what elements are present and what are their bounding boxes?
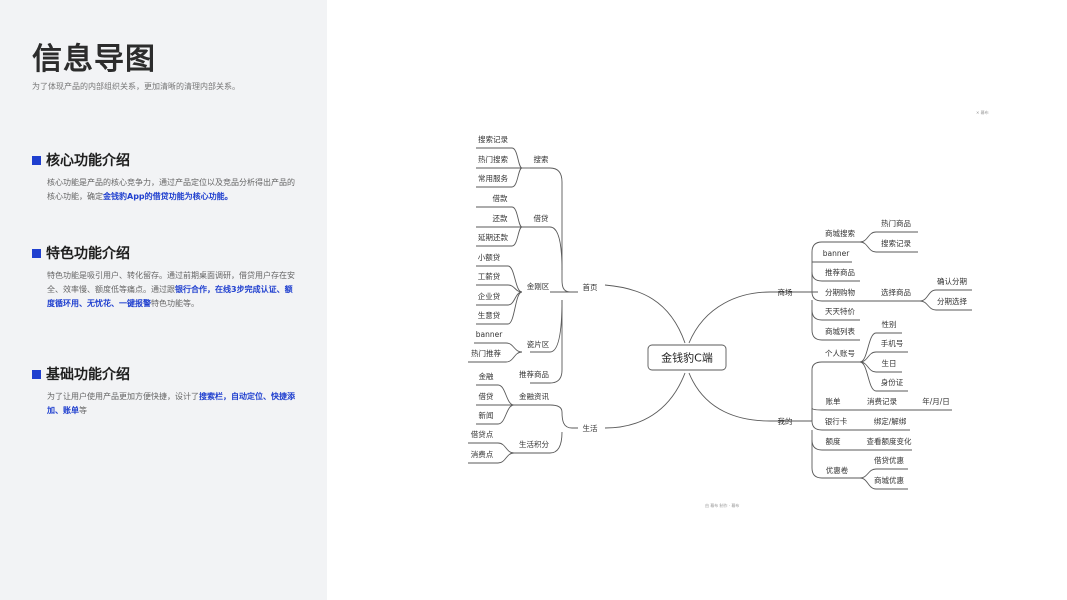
node-business-loan: 企业贷 [478, 291, 501, 301]
node-date-ymd: 年/月/日 [922, 396, 950, 406]
node-salary-loan: 工薪贷 [478, 271, 501, 281]
blue-square-bullet-icon [32, 369, 41, 379]
node-mall-recommend: 推荐商品 [825, 267, 855, 277]
node-extended-repay: 延期还款 [478, 232, 508, 242]
node-common-services: 常用服务 [478, 173, 508, 183]
node-daily-deals: 天天特价 [825, 306, 855, 316]
node-bill: 账单 [826, 396, 841, 406]
node-loan-coupon: 借贷优惠 [874, 455, 904, 465]
node-mall-search: 商城搜索 [825, 228, 855, 238]
node-loan: 借贷 [534, 213, 549, 223]
node-quota-changes: 查看额度变化 [867, 436, 912, 446]
node-small-loan: 小额贷 [478, 252, 501, 262]
node-phone: 手机号 [881, 338, 904, 348]
section-special-features: 特色功能介绍 特色功能是吸引用户、转化留存。通过前期桌面调研，借贷用户存在安全、… [32, 243, 300, 311]
node-mall-list: 商城列表 [825, 326, 855, 336]
section-title: 核心功能介绍 [46, 153, 130, 169]
node-hot-products: 热门商品 [881, 218, 911, 228]
node-mall-banner: banner [823, 249, 850, 258]
blue-square-bullet-icon [32, 155, 41, 165]
node-birthday: 生日 [882, 358, 897, 368]
node-finance-news: 金融资讯 [519, 391, 549, 401]
mind-map-connectors [468, 147, 972, 490]
section-title: 特色功能介绍 [46, 246, 130, 262]
mind-map-center-node: 金钱豹C端 [647, 344, 727, 371]
node-jingang-area: 金刚区 [527, 281, 550, 291]
top-watermark: ✕ 幕布 [976, 109, 989, 115]
node-id-card: 身份证 [881, 377, 904, 387]
node-tile-area: 瓷片区 [527, 339, 550, 349]
node-gender: 性别 [882, 319, 897, 329]
node-confirm-installment: 确认分期 [937, 276, 967, 286]
node-quota: 额度 [826, 436, 841, 446]
branch-life: 生活 [583, 423, 598, 433]
bottom-watermark: 由 幕布 制作 · 幕布 [705, 502, 739, 508]
page-title: 信息导图 [32, 42, 156, 77]
branch-mall: 商场 [778, 287, 793, 297]
node-hot-recommend: 热门推荐 [471, 348, 501, 358]
node-personal-account: 个人账号 [825, 349, 855, 358]
highlighted-text: 搜索栏，自动定位、快捷添加、账单 [47, 392, 295, 415]
node-search-history: 搜索记录 [478, 134, 508, 144]
node-hot-search: 热门搜索 [478, 154, 508, 164]
node-trade-loan: 生意贷 [478, 310, 501, 320]
node-recommended-products: 推荐商品 [519, 369, 549, 379]
branch-mine: 我的 [778, 416, 793, 426]
node-mall-coupon: 商城优惠 [874, 475, 904, 485]
section-basic-features: 基础功能介绍 为了让用户使用产品更加方便快捷，设计了搜索栏，自动定位、快捷添加、… [32, 364, 300, 418]
node-bank-card: 银行卡 [825, 416, 848, 426]
section-core-features: 核心功能介绍 核心功能是产品的核心竞争力，通过产品定位以及竞品分析得出产品的核心… [32, 150, 300, 204]
node-repay: 还款 [493, 213, 508, 223]
node-loan-points: 借贷点 [471, 429, 494, 439]
blue-square-bullet-icon [32, 248, 41, 258]
node-consume-points: 消费点 [471, 449, 494, 459]
section-title: 基础功能介绍 [46, 367, 130, 383]
sidebar-panel: 信息导图 为了体现产品的内部组织关系，更加清晰的清理内部关系。 核心功能介绍 核… [0, 0, 327, 600]
node-credit: 借贷 [479, 391, 494, 401]
node-select-product: 选择商品 [881, 287, 911, 297]
node-news: 新闻 [479, 410, 494, 420]
highlighted-text: 金钱豹App的借贷功能为核心功能。 [103, 192, 233, 201]
highlighted-text: 银行合作，在线3步完成认证、额度循环用、无忧花、一键报警 [47, 285, 293, 308]
center-label: 金钱豹C端 [661, 351, 713, 365]
node-bind-unbind: 绑定/解绑 [874, 416, 907, 426]
branch-homepage: 首页 [583, 282, 598, 292]
node-coupon: 优惠卷 [826, 465, 849, 475]
node-mall-search-history: 搜索记录 [881, 238, 911, 248]
node-finance: 金融 [479, 371, 494, 381]
section-description: 核心功能是产品的核心竞争力，通过产品定位以及竞品分析得出产品的核心功能，确定金钱… [47, 178, 295, 201]
node-installment-choice: 分期选择 [937, 296, 967, 306]
node-installment-shopping: 分期购物 [825, 287, 855, 297]
node-banner: banner [476, 330, 503, 339]
page-subtitle: 为了体现产品的内部组织关系，更加清晰的清理内部关系。 [32, 82, 240, 91]
node-borrow: 借款 [493, 193, 508, 203]
node-life-points: 生活积分 [519, 439, 549, 449]
section-description: 为了让用户使用产品更加方便快捷，设计了搜索栏，自动定位、快捷添加、账单等 [47, 392, 295, 415]
section-description: 特色功能是吸引用户、转化留存。通过前期桌面调研，借贷用户存在安全、效率慢、额度低… [47, 271, 295, 308]
node-search: 搜索 [534, 154, 549, 164]
node-consume-record: 消费记录 [867, 396, 897, 406]
